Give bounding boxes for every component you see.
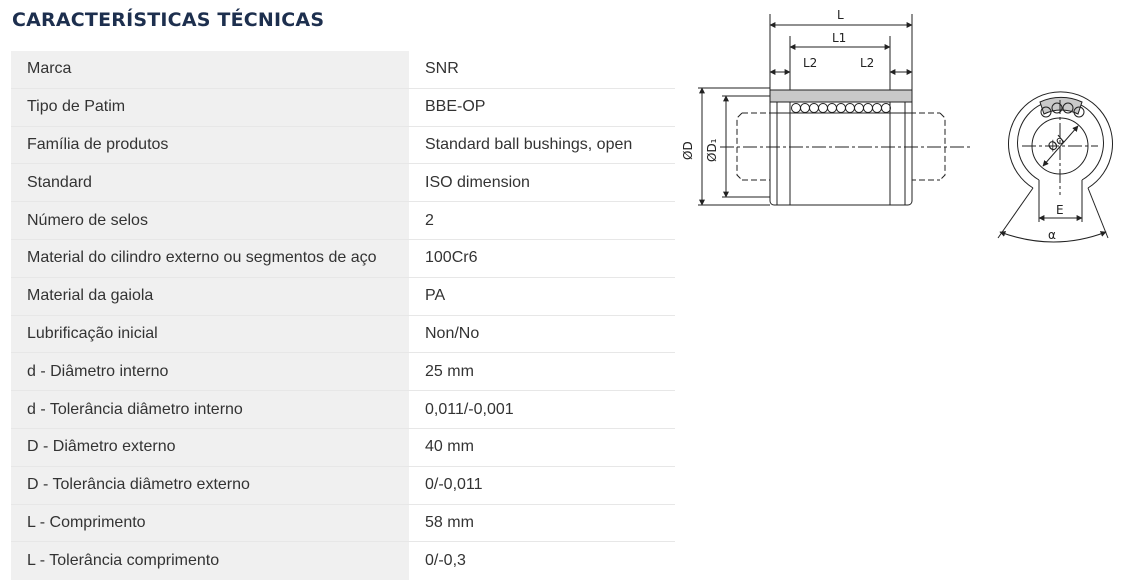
spec-label: Tipo de Patim	[11, 88, 409, 126]
table-row: Material do cilindro externo ou segmento…	[11, 239, 675, 278]
spec-label: Lubrificação inicial	[11, 315, 409, 353]
spec-value: 0/-0,3	[409, 542, 675, 580]
dim-label-L2-right: L2	[860, 56, 874, 70]
spec-value: Standard ball bushings, open	[409, 126, 675, 164]
spec-value: 40 mm	[409, 428, 675, 466]
spec-label: Número de selos	[11, 202, 409, 239]
spec-value: 0,011/-0,001	[409, 391, 675, 428]
spec-value: 58 mm	[409, 504, 675, 542]
dim-label-alpha: α	[1048, 228, 1056, 242]
end-view-drawing	[997, 91, 1113, 243]
spec-label: Marca	[11, 51, 409, 88]
spec-value: SNR	[409, 51, 675, 88]
spec-label: L - Comprimento	[11, 504, 409, 542]
technical-drawing: L L1 L2 L2 ØD ØD₁ Ød E α	[681, 8, 1113, 243]
dim-label-OD1: ØD₁	[705, 138, 719, 162]
spec-label: d - Diâmetro interno	[11, 353, 409, 391]
spec-label: Standard	[11, 164, 409, 202]
dim-label-L1: L1	[832, 31, 846, 45]
section-title: CARACTERÍSTICAS TÉCNICAS	[12, 9, 325, 31]
dim-label-OD: ØD	[681, 141, 695, 160]
spec-value: PA	[409, 277, 675, 315]
spec-label: Família de produtos	[11, 126, 409, 164]
dim-label-E: E	[1056, 203, 1064, 217]
spec-value: 25 mm	[409, 353, 675, 391]
dim-label-d: Ød	[1045, 133, 1067, 155]
side-view-drawing	[698, 14, 970, 206]
spec-value: 100Cr6	[409, 239, 675, 277]
spec-value: BBE-OP	[409, 88, 675, 126]
spec-value: 0/-0,011	[409, 466, 675, 504]
spec-value: Non/No	[409, 315, 675, 353]
spec-label: Material da gaiola	[11, 277, 409, 315]
dim-label-L: L	[837, 8, 844, 22]
spec-label: Material do cilindro externo ou segmento…	[11, 239, 409, 277]
spec-label: L - Tolerância comprimento	[11, 542, 409, 580]
spec-value: ISO dimension	[409, 164, 675, 202]
spec-value: 2	[409, 202, 675, 239]
dim-label-L2-left: L2	[803, 56, 817, 70]
spec-label: D - Tolerância diâmetro externo	[11, 466, 409, 504]
spec-label: d - Tolerância diâmetro interno	[11, 391, 409, 428]
spec-label: D - Diâmetro externo	[11, 428, 409, 466]
